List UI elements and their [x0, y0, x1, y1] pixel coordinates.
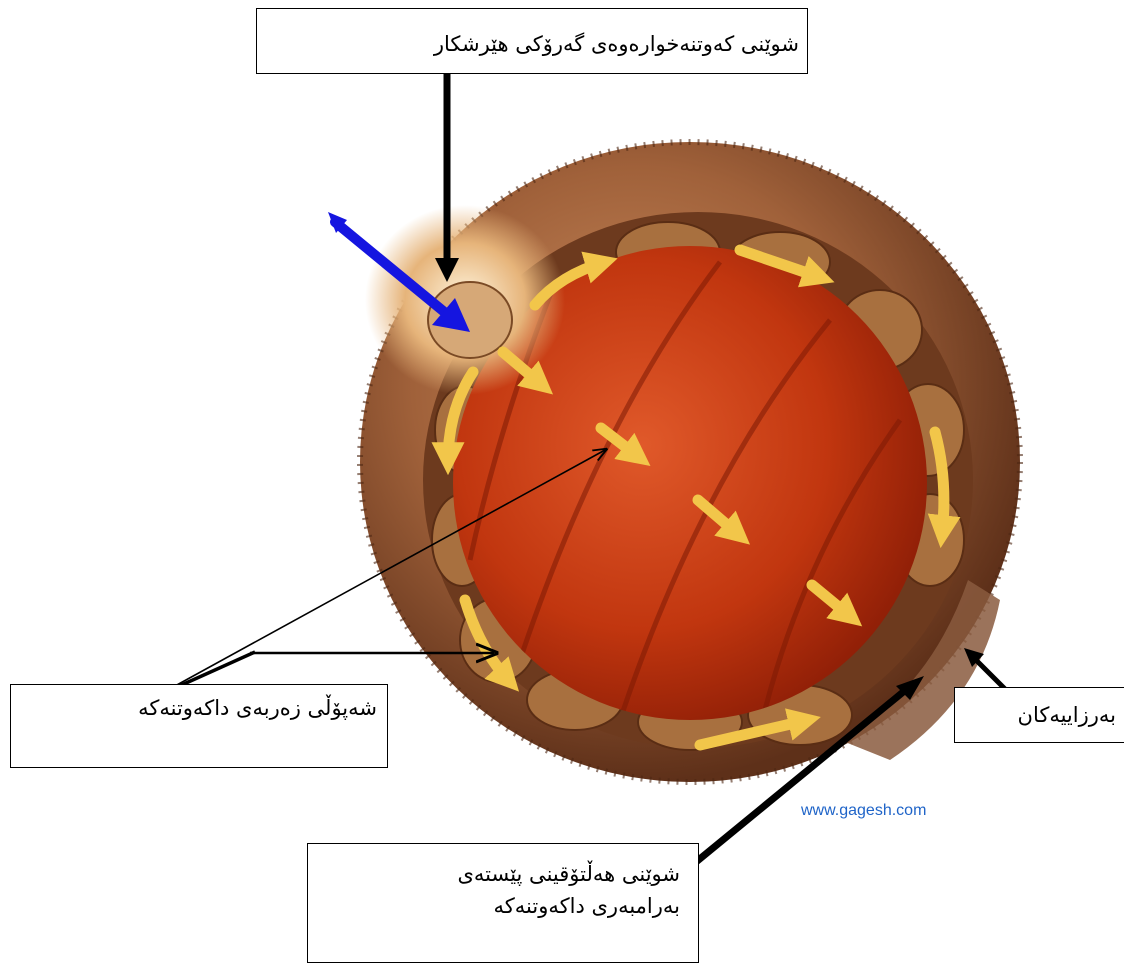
pointer-left-c: [175, 652, 255, 688]
label-shock-wave: شەپۆڵی زەربەی داکەوتنەکە: [10, 684, 388, 768]
label-shock-wave-text: شەپۆڵی زەربەی داکەوتنەکە: [19, 693, 377, 723]
label-impactor-fall-site-text: شوێنی کەوتنەخوارەوەی گەرۆکی هێرشکار: [265, 29, 799, 59]
planet-cross-section: [360, 142, 1020, 782]
label-antipode-line-2: بەرامبەری داکەوتنەکە: [316, 890, 680, 922]
label-antipode-uplift: شوێنی هەڵتۆقینی پێستەی بەرامبەری داکەوتن…: [307, 843, 699, 963]
label-highlands: بەرزاییەکان: [954, 687, 1124, 743]
label-impactor-fall-site: شوێنی کەوتنەخوارەوەی گەرۆکی هێرشکار: [256, 8, 808, 74]
label-highlands-text: بەرزاییەکان: [961, 700, 1116, 730]
watermark-url: www.gagesh.com: [801, 802, 926, 820]
label-antipode-line-1: شوێنی هەڵتۆقینی پێستەی: [316, 858, 680, 890]
